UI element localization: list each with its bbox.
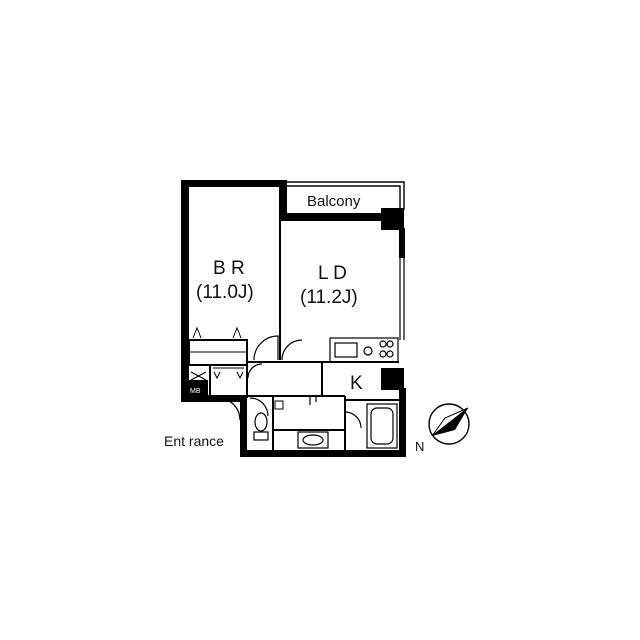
- entrance-label: Ent rance: [164, 433, 224, 449]
- ld-size-label: (11.2J): [300, 287, 358, 308]
- br-name-label: B R: [213, 258, 245, 279]
- north-arrow-icon: [428, 403, 470, 445]
- ld-name-label: L D: [318, 263, 347, 284]
- mb-box: [189, 371, 208, 396]
- mb-label: MB: [190, 388, 201, 395]
- kitchen-label: K: [350, 373, 363, 394]
- exterior-walls: [181, 180, 406, 457]
- windows: [207, 180, 405, 340]
- bathtub: [366, 403, 398, 449]
- toilet: [253, 412, 269, 441]
- compass-north-label: N: [415, 439, 424, 454]
- kitchen-counter: [329, 337, 399, 363]
- br-size-label: (11.0J): [196, 282, 254, 303]
- balcony-label: Balcony: [307, 193, 361, 210]
- floor-marker: [274, 400, 284, 410]
- closet-hatching: [189, 326, 247, 380]
- wash-basin: [297, 431, 329, 449]
- doors: [217, 335, 362, 429]
- balcony-railing: [287, 181, 405, 210]
